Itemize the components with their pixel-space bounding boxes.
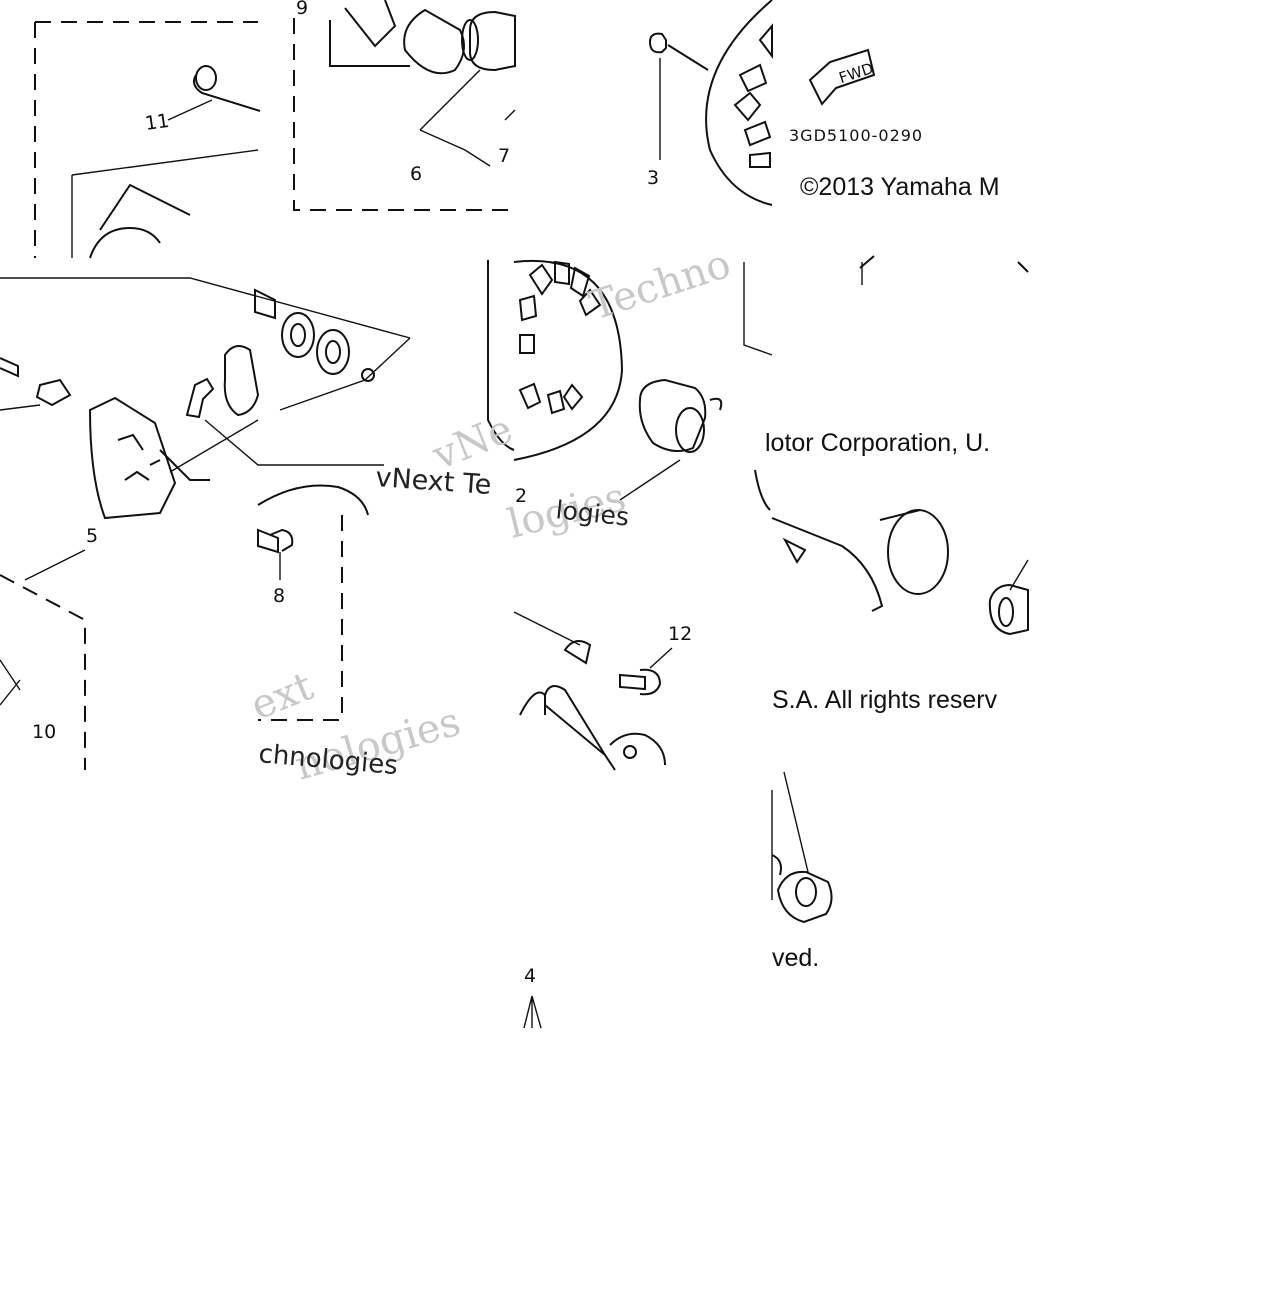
callout-3: 3	[647, 167, 659, 189]
fwd-label: FWD	[837, 59, 876, 87]
watermark-fragment-2: Techno	[584, 241, 736, 330]
watermark-fragment-1: vNext Te	[375, 462, 493, 501]
fwd-arrow-icon	[808, 48, 876, 106]
callout-7: 7	[498, 145, 510, 167]
copyright-line-1: ©2013 Yamaha M	[800, 173, 1000, 201]
callout-11: 11	[144, 110, 171, 135]
callout-5: 5	[86, 525, 98, 547]
copyright-line-2: lotor Corporation, U.	[765, 429, 990, 457]
tile-top-middle	[293, 0, 516, 211]
callout-4: 4	[524, 965, 536, 987]
callout-9: 9	[296, 0, 308, 19]
tile-lower-center	[513, 611, 673, 771]
callout-10: 10	[32, 721, 56, 743]
tile-middle-center	[487, 259, 723, 501]
tile-middle-right: lotor Corporation, U.	[743, 255, 1029, 457]
copyright-line-4: ved.	[772, 944, 819, 972]
callout-2: 2	[515, 485, 527, 507]
reference-code: 3GD5100-0290	[789, 126, 923, 145]
callout-numbers: 9 11 6 7 3 2 5 8 10 12 4	[32, 0, 692, 987]
tile-middle-left	[0, 277, 411, 520]
copyright-line-3: S.A. All rights reserv	[772, 686, 998, 714]
callout-6: 6	[410, 163, 422, 185]
callout-8: 8	[273, 585, 285, 607]
tile-top-right: FWD 3GD5100-0290 ©2013 Yamaha M	[789, 48, 1000, 201]
tile-lower-right: S.A. All rights reserv	[754, 469, 1029, 714]
tile-top-center-right	[648, 0, 773, 206]
callout-12: 12	[668, 623, 692, 645]
tile-lower-left	[0, 515, 343, 770]
watermarks: Techno vNe vNext Te logies logies ext no…	[245, 241, 737, 790]
tile-top-left	[34, 21, 261, 259]
tile-bottom: ved.	[523, 771, 833, 1029]
